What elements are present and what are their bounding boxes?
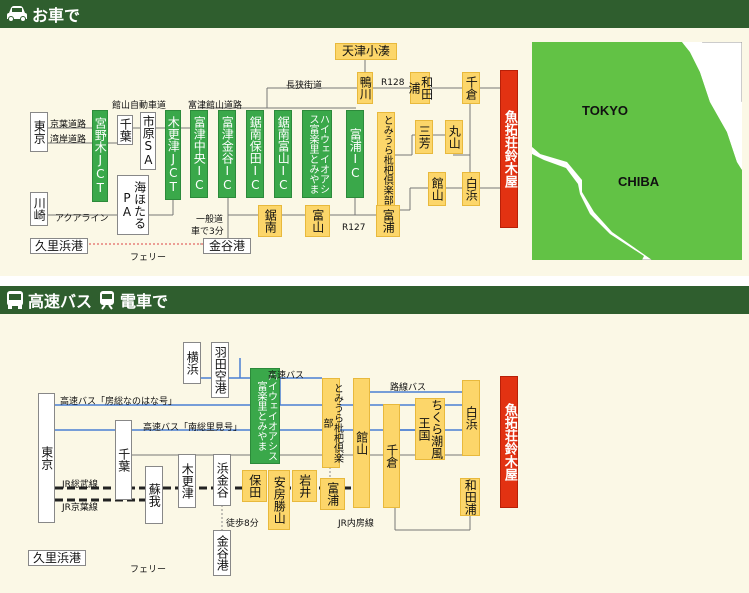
map-label-tokyo: TOKYO	[582, 103, 628, 118]
node-hota: 保田	[242, 470, 267, 502]
label-bus-nanso: 高速バス「南総里見号」	[143, 423, 243, 433]
car-icon	[7, 6, 27, 22]
label-jr-keiyo: JR京葉線	[62, 503, 98, 513]
node-tateyama: 館山	[428, 172, 446, 206]
node-kurihama-bus: 久里浜港	[28, 550, 86, 566]
node-umihotaru-pa: 海ほたるPA	[117, 175, 149, 235]
node-futtsu-kanaya-ic: 富津金谷IC	[218, 110, 236, 198]
node-haneda-airport: 羽田空港	[211, 342, 229, 398]
label-jr-sobu: JR総武線	[62, 480, 98, 490]
node-hama-kanaya: 浜金谷	[213, 454, 231, 506]
node-tomiura-ic: 富浦IC	[346, 110, 364, 198]
label-rosen-bus: 路線バス	[390, 383, 427, 393]
node-biwa-club-bus: とみうら枇杷倶楽部	[321, 378, 343, 468]
node-wadaura-bus: 和田浦	[460, 478, 480, 516]
label-r127: R127	[342, 223, 366, 233]
node-wadaura: 和田浦	[407, 72, 434, 104]
node-yokohama: 横浜	[183, 342, 201, 384]
node-chiba: 千葉	[117, 115, 133, 145]
node-tomiura-rest-bus: ハイウェイオアシス富楽里とみやま	[250, 368, 280, 464]
section-bus-train-header: 高速バス 電車で	[0, 286, 749, 314]
node-chikura-shiokaze: ちくら潮風王国	[415, 398, 445, 460]
node-chikura: 千倉	[462, 72, 480, 104]
node-miyoshi: 三芳	[415, 120, 433, 154]
node-tateyama-bus: 館山	[353, 378, 370, 508]
section-car-title: お車で	[32, 6, 81, 25]
node-tomiura-rest: ハイウェイオアシス富楽里とみやま	[302, 110, 332, 198]
node-tokyo-bus: 東京	[38, 393, 55, 523]
node-iwai: 岩井	[292, 470, 317, 502]
label-wangan-road: 湾岸道路	[50, 135, 87, 145]
node-futtsu-chuo-ic: 富津中央IC	[190, 110, 208, 198]
bus-icon	[7, 291, 23, 309]
label-keiyo-road: 京葉道路	[50, 120, 87, 130]
node-maruyama: 丸山	[445, 120, 463, 154]
node-shirahama: 白浜	[462, 172, 480, 206]
node-kamogawa: 鴨川	[357, 72, 373, 104]
label-ferry-bus: フェリー	[130, 565, 167, 575]
label-bus-hanano: 高速バス「房総なのはな号」	[60, 397, 178, 407]
boso-map	[532, 42, 742, 260]
node-tomiura-bus: 富浦	[320, 478, 345, 510]
label-tateyama-expressway: 館山自動車道	[112, 101, 167, 111]
node-chikura-bus: 千倉	[383, 404, 400, 508]
label-jr-uchibo: JR内房線	[338, 519, 374, 529]
label-futtsu-tateyama-road: 富津館山道路	[188, 101, 243, 111]
label-ippan-do: 一般道	[196, 215, 224, 225]
label-highway-bus: 高速バス	[268, 371, 305, 381]
node-kanaya-port-bus: 金谷港	[213, 530, 231, 576]
node-shirahama-bus: 白浜	[462, 380, 480, 456]
node-kyonan: 鋸南	[258, 205, 282, 237]
node-kyonan-tomiyama-ic: 鋸南富山IC	[274, 110, 292, 198]
map-label-chiba: CHIBA	[618, 174, 660, 189]
node-kurihama: 久里浜港	[30, 238, 88, 254]
label-ferry-car: フェリー	[130, 253, 167, 263]
node-soga: 蘇我	[145, 466, 163, 524]
node-kisarazu-bus: 木更津	[178, 454, 196, 508]
node-chiba-bus: 千葉	[115, 420, 132, 500]
label-aqualine: アクアライン	[55, 214, 109, 224]
node-miyanoki-jct: 宮野木JCT	[92, 110, 108, 202]
node-kyonan-hota-ic: 鋸南保田IC	[246, 110, 264, 198]
node-kanaya-port: 金谷港	[203, 238, 251, 254]
node-tomiura: 富浦	[376, 205, 400, 237]
node-destination: 魚拓荘鈴木屋	[500, 70, 518, 228]
label-r128: R128	[381, 78, 405, 88]
train-icon	[100, 291, 115, 310]
label-nagasa-kaido: 長狭街道	[286, 81, 323, 91]
node-destination-bus: 魚拓荘鈴木屋	[500, 376, 518, 508]
label-car-3min: 車で3分	[191, 227, 224, 237]
node-kisarazu-jct: 木更津JCT	[165, 110, 181, 200]
section-bus-title: 高速バス	[28, 292, 93, 311]
node-awa-katsuyama: 安房勝山	[268, 470, 290, 530]
section-train-title: 電車で	[120, 292, 169, 311]
node-kawasaki: 川崎	[30, 192, 48, 226]
node-amatsu-kominato: 天津小湊	[335, 43, 397, 60]
node-biwa-club: とみうら枇杷倶楽部	[377, 112, 395, 208]
node-tomiyama: 富山	[305, 205, 330, 237]
label-walk-8min: 徒歩8分	[226, 519, 259, 529]
section-car-header: お車で	[0, 0, 749, 28]
node-tokyo: 東京	[30, 112, 48, 152]
node-ichihara-sa: 市原SA	[140, 112, 156, 170]
